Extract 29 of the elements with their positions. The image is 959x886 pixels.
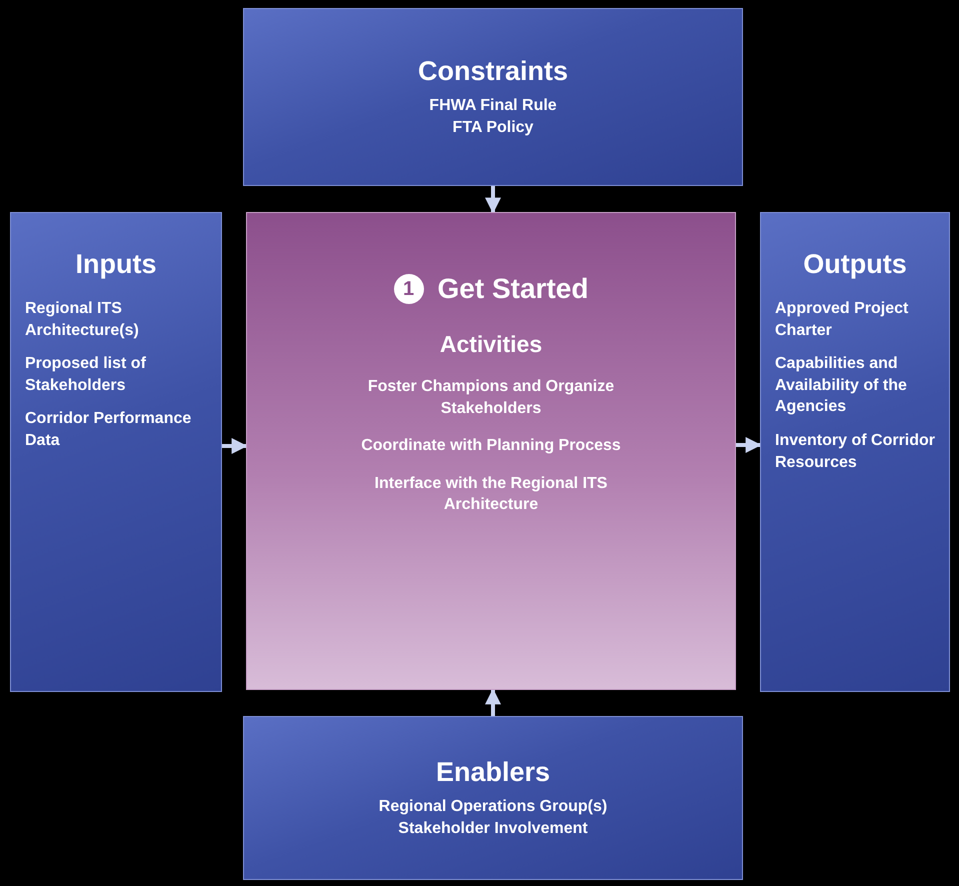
panel-heading: Enablers bbox=[436, 756, 550, 788]
category-panel bbox=[243, 716, 743, 880]
item-text: Regional Operations Group(s) bbox=[378, 796, 608, 817]
activity-panel bbox=[246, 212, 736, 690]
item-text: FTA Policy bbox=[452, 118, 534, 138]
activity-text: Coordinate with Planning Process bbox=[360, 436, 622, 456]
category-panel bbox=[243, 8, 743, 186]
category-panel bbox=[760, 212, 950, 692]
arrow bbox=[222, 438, 248, 454]
arrow bbox=[485, 688, 501, 716]
category-panel bbox=[10, 212, 222, 692]
step-title: Get Started bbox=[438, 273, 588, 305]
step-number: 1 bbox=[394, 274, 424, 304]
panel-heading: Outputs bbox=[802, 249, 908, 280]
section-heading: Activities bbox=[440, 331, 542, 358]
item-text: Corridor Performance Data bbox=[25, 409, 192, 451]
panel-heading: Constraints bbox=[418, 56, 568, 87]
item-text: Capabilities and Availability of the Agencies bbox=[775, 354, 908, 418]
item-text: Inventory of Corridor Resources bbox=[775, 430, 935, 473]
item-text: Regional ITS Architecture(s) bbox=[25, 299, 140, 341]
activity-text: Foster Champions and Organize Stakeholders bbox=[366, 377, 616, 419]
item-text: Stakeholder Involvement bbox=[398, 818, 588, 838]
panel-heading: Inputs bbox=[74, 249, 158, 280]
item-text: FHWA Final Rule bbox=[429, 96, 557, 116]
arrow bbox=[736, 437, 762, 453]
item-text: Proposed list of Stakeholders bbox=[25, 354, 147, 396]
arrow bbox=[485, 186, 501, 214]
item-text: Approved Project Charter bbox=[775, 299, 910, 341]
activity-text: Interface with the Regional ITS Architecture bbox=[374, 474, 608, 516]
